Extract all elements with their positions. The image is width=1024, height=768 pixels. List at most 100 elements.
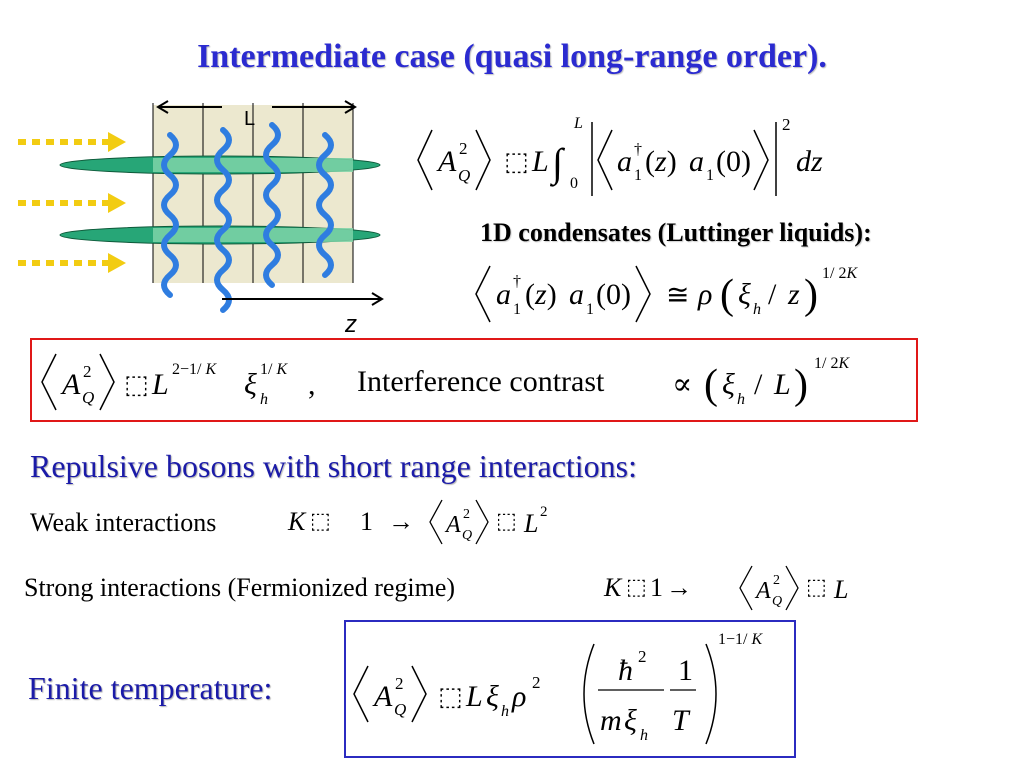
incoming-beam-arrows — [18, 132, 126, 273]
length-label: L — [244, 108, 255, 130]
svg-text:ħ: ħ — [618, 654, 633, 687]
svg-text:/: / — [768, 278, 777, 311]
svg-text:): ) — [794, 362, 808, 408]
svg-text:z: z — [787, 278, 800, 311]
svg-text:): ) — [804, 272, 818, 318]
length-arrow — [156, 100, 357, 114]
equation-weak: K ⬚ 1 → A 2 Q ⬚ L 2 — [282, 492, 602, 552]
svg-text:⬚: ⬚ — [124, 370, 149, 399]
svg-text:T: T — [672, 704, 691, 737]
svg-text:1/ 2K: 1/ 2K — [814, 355, 850, 372]
svg-text:h: h — [501, 703, 509, 720]
svg-text:h: h — [260, 391, 268, 408]
svg-text:/: / — [754, 368, 763, 401]
svg-text:a: a — [496, 278, 511, 311]
svg-text:,: , — [308, 368, 316, 401]
svg-text:L: L — [523, 509, 538, 538]
svg-text:2: 2 — [540, 504, 548, 520]
svg-text:Q: Q — [394, 700, 406, 719]
svg-text:1: 1 — [586, 301, 594, 318]
svg-text:a: a — [689, 145, 704, 178]
svg-text:(: ( — [720, 272, 734, 318]
svg-text:L: L — [773, 368, 791, 401]
svg-text:1: 1 — [634, 167, 642, 184]
svg-text:2: 2 — [459, 139, 468, 158]
svg-text:(0): (0) — [716, 145, 751, 178]
svg-text:L: L — [531, 145, 549, 178]
strong-interactions-label: Strong interactions (Fermionized regime) — [24, 573, 456, 602]
svg-text:2: 2 — [83, 362, 92, 381]
svg-text:A: A — [60, 368, 81, 401]
diagram-svg: L z — [18, 100, 384, 338]
svg-text:∝: ∝ — [672, 368, 692, 401]
svg-text:h: h — [753, 301, 761, 318]
boxed-result-blue: A 2 Q ⬚ L ξ h ρ 2 ħ 2 m ξ h 1 T 1−1/ K — [344, 620, 796, 758]
svg-text:A: A — [372, 680, 393, 713]
weak-interactions-label: Weak interactions — [30, 508, 217, 537]
svg-text:(z): (z) — [525, 278, 557, 311]
svg-text:1: 1 — [360, 507, 373, 536]
svg-text:K: K — [287, 507, 307, 536]
svg-text:dz: dz — [796, 145, 823, 178]
finite-temperature-label: Finite temperature: — [28, 670, 273, 706]
interference-diagram: L z — [10, 95, 410, 338]
svg-text:2: 2 — [638, 647, 647, 666]
svg-text:ξ: ξ — [486, 680, 499, 713]
svg-text:m: m — [600, 704, 622, 737]
svg-text:Q: Q — [772, 594, 782, 609]
svg-text:(z): (z) — [645, 145, 677, 178]
slide-title: Intermediate case (quasi long-range orde… — [197, 38, 827, 75]
svg-text:⬚: ⬚ — [496, 508, 517, 533]
svg-text:ρ: ρ — [697, 278, 712, 311]
svg-text:2: 2 — [773, 573, 780, 588]
svg-text:⬚: ⬚ — [310, 508, 331, 533]
svg-text:†: † — [634, 141, 642, 158]
svg-text:a: a — [569, 278, 584, 311]
svg-text:1: 1 — [678, 654, 693, 687]
svg-text:1: 1 — [513, 301, 521, 318]
svg-text:L: L — [465, 680, 483, 713]
svg-text:⬚: ⬚ — [806, 574, 827, 599]
svg-text:0: 0 — [570, 175, 578, 192]
svg-text:(0): (0) — [596, 278, 631, 311]
interference-contrast-label: Interference contrast — [357, 365, 605, 398]
svg-text:Q: Q — [458, 166, 470, 185]
svg-text:(: ( — [704, 362, 718, 408]
svg-text:⬚: ⬚ — [438, 682, 463, 711]
svg-text:1−1/ K: 1−1/ K — [718, 631, 763, 648]
svg-text:⬚: ⬚ — [626, 574, 647, 599]
svg-text:†: † — [513, 273, 521, 290]
boxed-result-red: A 2 Q ⬚ L 2−1/ K ξ 1/ K h , ∝ ( ξ h / L … — [30, 338, 918, 422]
svg-text:Q: Q — [462, 528, 472, 543]
svg-text:Q: Q — [82, 388, 94, 407]
heading-repulsive-bosons: Repulsive bosons with short range intera… — [30, 448, 638, 484]
z-axis-arrow — [222, 292, 384, 306]
svg-text:1/ 2K: 1/ 2K — [822, 265, 858, 282]
svg-text:2: 2 — [395, 674, 404, 693]
svg-text:A: A — [436, 145, 457, 178]
wave-icons — [161, 122, 334, 313]
svg-text:K: K — [603, 573, 623, 602]
svg-text:1: 1 — [706, 167, 714, 184]
svg-text:A: A — [754, 578, 771, 604]
lattice-lines — [152, 103, 354, 283]
svg-text:2: 2 — [532, 673, 541, 692]
svg-text:A: A — [444, 512, 461, 538]
svg-text:ξ: ξ — [738, 278, 751, 311]
svg-text:a: a — [617, 145, 632, 178]
svg-text:ξ: ξ — [722, 368, 735, 401]
svg-text:h: h — [737, 391, 745, 408]
heading-1d-condensates: 1D condensates (Luttinger liquids): — [480, 218, 872, 247]
svg-text:2−1/ K: 2−1/ K — [172, 361, 217, 378]
axis-label-z: z — [344, 311, 357, 335]
equation-strong: K ⬚ 1 → A 2 Q ⬚ L — [600, 558, 900, 618]
svg-text:h: h — [640, 727, 648, 744]
svg-text:L: L — [573, 115, 583, 132]
svg-text:1/ K: 1/ K — [260, 361, 288, 378]
svg-text:→: → — [666, 573, 692, 602]
svg-text:2: 2 — [463, 507, 470, 522]
svg-text:≅: ≅ — [666, 280, 689, 311]
svg-text:∫: ∫ — [549, 140, 566, 187]
equation-correlation-decay: a † 1 (z) a 1 (0) ≅ ρ ( ξ h / z ) 1/ 2K — [470, 256, 910, 330]
svg-text:ρ: ρ — [511, 680, 526, 713]
